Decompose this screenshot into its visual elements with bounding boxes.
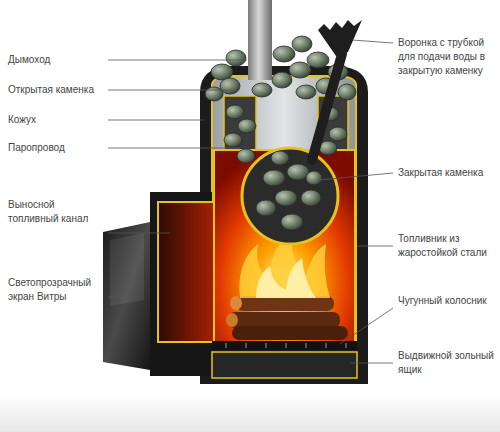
logs — [226, 296, 348, 340]
fuel-channel — [158, 202, 214, 342]
slot — [345, 343, 347, 348]
leader-line — [352, 40, 393, 43]
stone — [238, 119, 256, 133]
stone — [237, 149, 255, 163]
leader-line — [340, 308, 393, 344]
log — [236, 296, 334, 311]
stone — [272, 72, 292, 88]
part-label: Паропровод — [8, 141, 103, 155]
leader-line — [108, 297, 120, 298]
slot — [285, 343, 287, 348]
part-label: Выносной топливный канал — [8, 198, 103, 226]
stone — [289, 62, 311, 78]
floor — [0, 395, 500, 432]
inner-panel — [212, 76, 356, 345]
stone — [256, 200, 276, 216]
leader-line — [108, 60, 247, 61]
casing — [200, 66, 368, 384]
slot — [225, 343, 227, 348]
leader-lines — [108, 40, 393, 363]
glass-sheen — [110, 233, 144, 306]
stone — [252, 83, 272, 97]
part-label: Кожух — [8, 113, 103, 127]
leader-line — [108, 233, 170, 234]
part-label: Светопрозрачный экран Витры — [8, 276, 103, 304]
closed-stone-chamber — [242, 148, 338, 244]
leader-line — [318, 173, 393, 180]
stone — [306, 171, 322, 185]
part-label: Воронка с трубкой для подачи воды в закр… — [398, 36, 496, 78]
stones — [205, 36, 356, 230]
slot — [325, 343, 327, 348]
flame — [256, 258, 316, 298]
glass-door — [103, 222, 150, 370]
log — [232, 326, 348, 340]
part-label: Чугунный колосник — [398, 294, 496, 308]
stone — [211, 64, 233, 80]
stone — [205, 87, 223, 101]
grate — [212, 341, 357, 350]
stone — [301, 190, 321, 206]
chimney — [248, 0, 272, 80]
stone — [226, 105, 244, 119]
part-label: Открытая каменка — [8, 83, 103, 97]
slot — [245, 343, 247, 348]
part-label: Топливник из жаростойкой стали — [398, 232, 496, 260]
stone — [307, 52, 329, 68]
grate-slots — [226, 343, 346, 348]
stone — [329, 127, 347, 141]
stone — [338, 84, 356, 100]
stone — [271, 151, 289, 165]
stone — [292, 36, 312, 52]
leader-line — [108, 120, 204, 121]
stone — [263, 170, 285, 186]
stone — [281, 214, 303, 230]
part-label: Дымоход — [8, 53, 103, 67]
part-label: Закрытая каменка — [398, 166, 496, 180]
leader-line — [108, 90, 232, 91]
stone — [275, 190, 297, 206]
water-tube — [312, 54, 342, 160]
leader-line — [357, 246, 393, 247]
funnel — [318, 20, 362, 56]
log-end — [230, 296, 242, 310]
log — [228, 312, 340, 328]
part-label: Выдвижной зольный ящик — [398, 349, 496, 377]
slot — [305, 343, 307, 348]
slot — [265, 343, 267, 348]
ash-drawer — [212, 352, 357, 378]
log-end — [226, 313, 238, 327]
stone — [296, 85, 316, 99]
stone — [224, 133, 242, 147]
stone — [273, 46, 295, 62]
leader-line — [350, 363, 393, 364]
stone — [220, 78, 240, 94]
leader-line — [108, 148, 240, 149]
stone — [226, 50, 246, 66]
